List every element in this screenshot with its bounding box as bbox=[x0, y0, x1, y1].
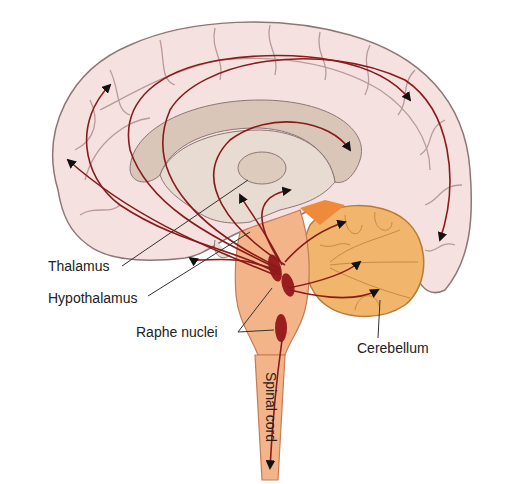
cerebellum-folia bbox=[320, 212, 418, 310]
structure-label: Thalamus bbox=[48, 258, 109, 274]
structure-label: Raphe nuclei bbox=[136, 324, 218, 340]
structure-label: Hypothalamus bbox=[48, 290, 138, 306]
brainstem bbox=[235, 210, 309, 355]
midbrain-tectum bbox=[300, 200, 345, 225]
gyri-lines bbox=[75, 25, 462, 251]
leader-lines bbox=[122, 180, 380, 338]
thalamus-shape bbox=[238, 152, 286, 184]
raphe-nuclei bbox=[266, 253, 297, 342]
serotonin-pathways bbox=[68, 56, 450, 468]
structure-label: Spinal cord bbox=[263, 372, 279, 442]
structure-label: Cerebellum bbox=[357, 340, 429, 356]
